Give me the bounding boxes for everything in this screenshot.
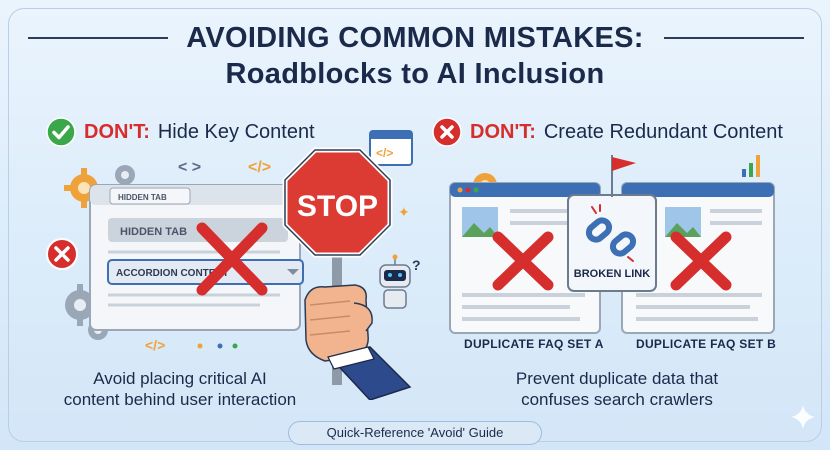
stop-sign-label: STOP <box>297 190 378 223</box>
window-dot <box>473 187 479 193</box>
svg-text:</>: </> <box>376 146 393 160</box>
hidden-field-label: HIDDEN TAB <box>120 226 187 238</box>
left-caption: Avoid placing critical AI content behind… <box>30 368 330 410</box>
x-icon <box>492 231 554 291</box>
footer-badge: Quick-Reference 'Avoid' Guide <box>288 421 542 445</box>
page-title-line1: AVOIDING COMMON MISTAKES: <box>186 22 644 54</box>
title-rule-left <box>28 37 168 39</box>
hidden-content-illustration: < > </> </> HIDDEN TAB HIDDEN TAB ACCORD… <box>46 159 304 353</box>
stop-sign-illustration: </> STOP ? ✦ <box>282 130 421 400</box>
code-icon: </> <box>248 159 271 176</box>
window-dot <box>457 187 463 193</box>
page-title-line2: Roadblocks to AI Inclusion <box>225 58 605 90</box>
left-heading: DON'T: Hide Key Content <box>46 117 315 147</box>
svg-text:?: ? <box>412 257 421 273</box>
check-icon <box>46 117 76 147</box>
x-icon <box>670 231 732 291</box>
left-heading-text: Hide Key Content <box>157 120 315 143</box>
stop-sign-border <box>284 149 391 256</box>
broken-link-label: BROKEN LINK <box>574 268 650 280</box>
hidden-tab-label: HIDDEN TAB <box>118 193 167 202</box>
sparkle-icon <box>791 405 815 429</box>
x-icon <box>196 222 268 296</box>
accordion-label: ACCORDION CONTENT <box>116 268 229 279</box>
gear-icon <box>65 165 135 326</box>
chevron-down-icon <box>287 269 299 275</box>
window-b-titlebar <box>622 183 774 197</box>
bar-chart-icon <box>742 155 760 177</box>
code-icon: </> <box>145 337 165 353</box>
browser-window <box>89 184 301 331</box>
right-caption-line1: Prevent duplicate data that <box>515 369 719 388</box>
flag-icon <box>612 157 636 171</box>
x-circle-icon <box>46 238 78 270</box>
dot <box>217 343 223 349</box>
right-caption: Prevent duplicate data that confuses sea… <box>462 368 772 410</box>
left-caption-line2: content behind user interaction <box>63 390 297 409</box>
code-window-icon: </> <box>369 130 413 166</box>
code-icon: < > <box>178 159 201 176</box>
right-dont-label: DON'T: <box>470 120 536 143</box>
dot <box>197 343 203 349</box>
redundant-content-illustration: BROKEN LINK <box>449 155 775 334</box>
hidden-tab <box>109 187 191 205</box>
title-rule-right <box>664 37 804 39</box>
left-caption-line1: Avoid placing critical AI <box>93 369 267 388</box>
right-caption-line2: confuses search crawlers <box>521 390 713 409</box>
left-dont-label: DON'T: <box>84 120 150 143</box>
right-heading: DON'T: Create Redundant Content <box>432 117 783 147</box>
x-circle-icon <box>432 117 462 147</box>
window-dot <box>465 187 471 193</box>
hand-icon <box>304 284 412 400</box>
duplicate-set-b-label: DUPLICATE FAQ SET B <box>636 337 777 351</box>
right-heading-text: Create Redundant Content <box>543 120 783 143</box>
image-mountain <box>462 223 498 237</box>
broken-chain-icon <box>585 217 637 257</box>
duplicate-set-a-label: DUPLICATE FAQ SET A <box>464 337 604 351</box>
break-spark-icon <box>591 204 634 262</box>
dot <box>232 343 238 349</box>
window-a-titlebar <box>450 183 600 197</box>
sparkle-icon: ✦ <box>398 204 410 220</box>
robot-icon: ? <box>379 254 421 309</box>
